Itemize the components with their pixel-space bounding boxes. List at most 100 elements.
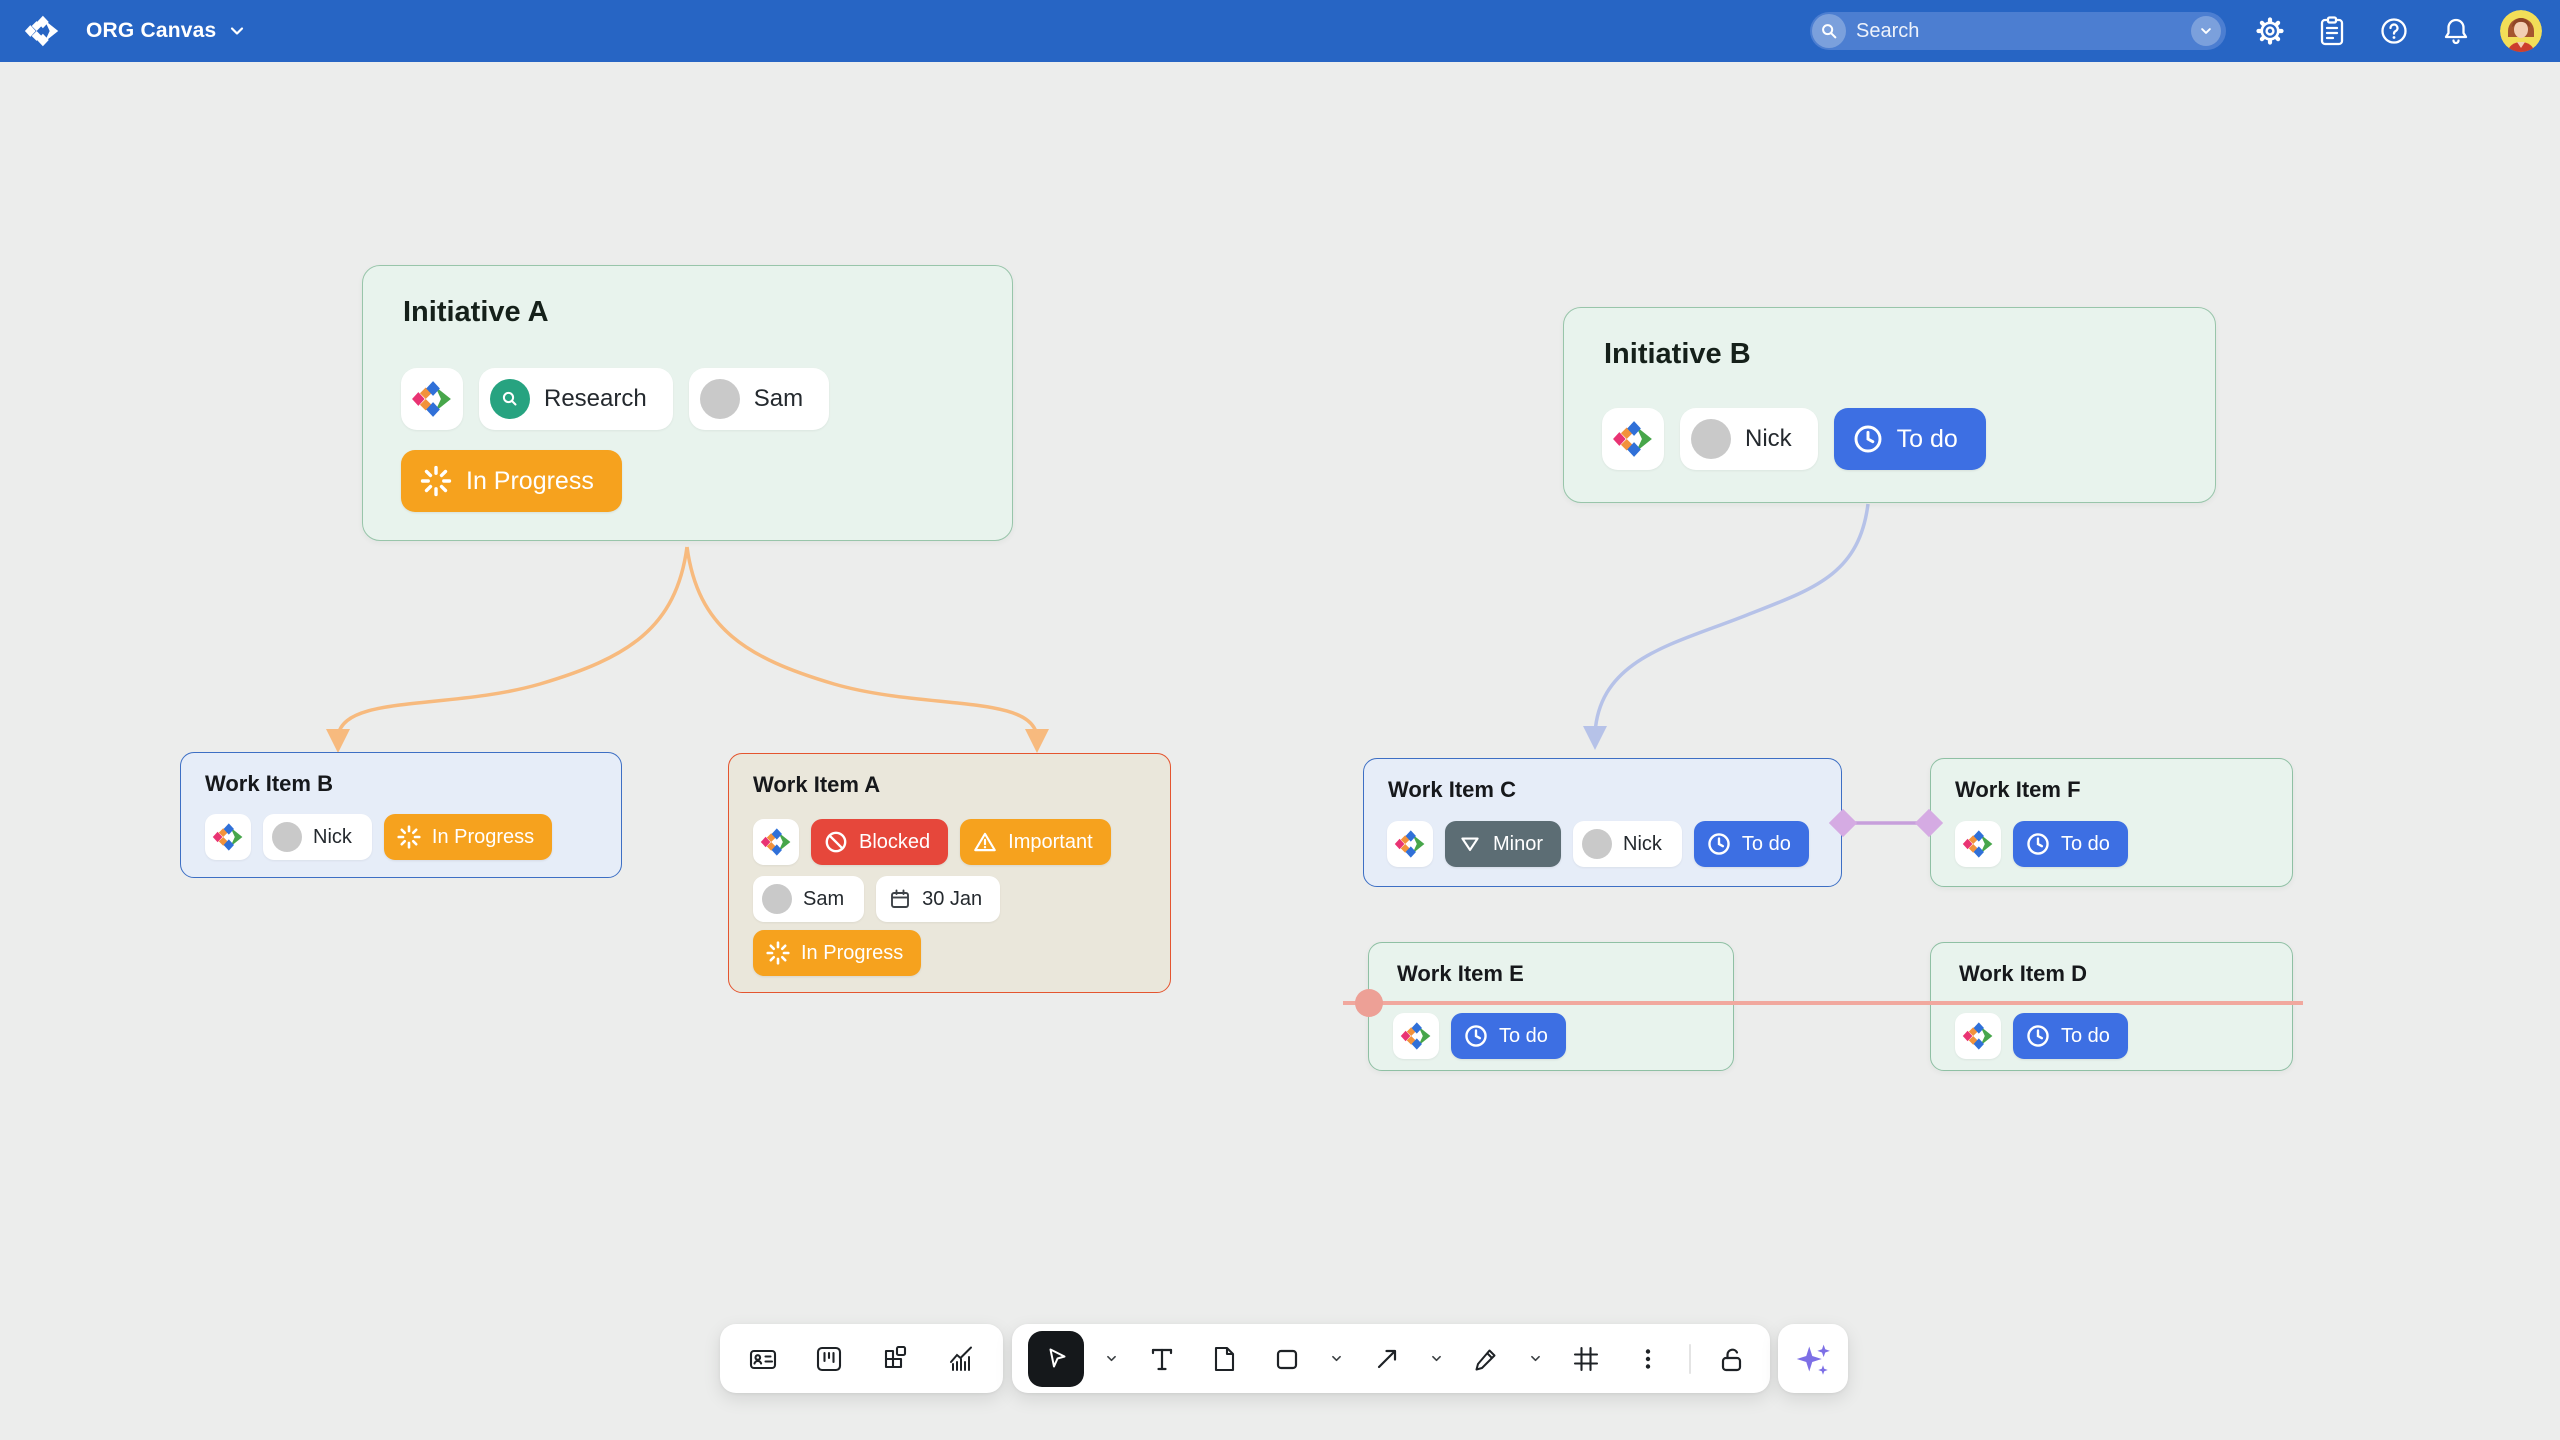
card-work-item-c[interactable]: Work Item C Minor Nick To do	[1363, 758, 1842, 887]
chevron-down-icon	[228, 22, 246, 40]
app-logo-chip[interactable]	[205, 814, 251, 860]
spinner-icon	[397, 825, 421, 849]
app-logo-chip[interactable]	[1393, 1013, 1439, 1059]
search-input[interactable]	[1856, 19, 2181, 43]
status-label: In Progress	[466, 466, 594, 495]
status-badge-in-progress[interactable]: In Progress	[753, 930, 922, 976]
clock-icon	[1708, 833, 1730, 855]
assignee-name: Nick	[313, 825, 352, 848]
app-logo-chip[interactable]	[1955, 821, 2001, 867]
assignee-name: Nick	[1745, 425, 1792, 452]
status-badge-to-do[interactable]: To do	[2013, 1013, 2128, 1059]
assignee-name: Sam	[753, 385, 804, 412]
due-date-chip[interactable]: 30 Jan	[876, 876, 1001, 922]
select-tool[interactable]	[1028, 1330, 1084, 1387]
frame-tool[interactable]	[1564, 1337, 1608, 1381]
connector-initiativeA-to-workItemB[interactable]	[326, 546, 689, 753]
spinner-icon	[420, 465, 452, 497]
pencil-tool[interactable]	[1464, 1337, 1508, 1381]
status-label: To do	[1741, 832, 1791, 855]
assignee-avatar	[1691, 419, 1731, 459]
card-work-item-e[interactable]: Work Item E To do	[1368, 942, 1734, 1071]
document-tool[interactable]	[1202, 1337, 1246, 1381]
more-tool-kebab[interactable]	[1626, 1337, 1670, 1381]
card-work-item-f[interactable]: Work Item F To do	[1930, 758, 2293, 887]
search-scope-chevron[interactable]	[2191, 16, 2221, 46]
app-logo-icon	[1613, 421, 1652, 457]
clipboard-icon[interactable]	[2314, 13, 2350, 49]
kanban-board-tool[interactable]	[807, 1337, 851, 1381]
spinner-icon	[766, 941, 790, 965]
assignee-avatar	[699, 379, 740, 419]
assignee-name: Sam	[803, 887, 845, 910]
tag-label: Important	[1008, 830, 1093, 853]
status-badge-to-do[interactable]: To do	[2013, 821, 2128, 867]
clock-icon	[2027, 1025, 2049, 1047]
card-work-item-d[interactable]: Work Item D To do	[1930, 942, 2293, 1071]
app-logo-icon	[1400, 1022, 1431, 1050]
toolbar-ai-button[interactable]	[1778, 1324, 1848, 1393]
card-title: Work Item C	[1388, 777, 1516, 802]
app-logo-icon[interactable]	[24, 13, 60, 49]
assignee-chip-sam[interactable]: Sam	[753, 876, 865, 922]
tag-badge-blocked[interactable]: Blocked	[811, 819, 949, 865]
id-card-tool[interactable]	[741, 1337, 785, 1381]
shape-tool[interactable]	[1265, 1337, 1309, 1381]
tag-label: Blocked	[859, 830, 931, 853]
app-logo-chip[interactable]	[1602, 408, 1664, 470]
tag-badge-important[interactable]: Important	[960, 819, 1111, 865]
connector-tool[interactable]	[1365, 1337, 1409, 1381]
app-logo-chip[interactable]	[401, 368, 463, 430]
status-badge-in-progress[interactable]: In Progress	[401, 450, 622, 512]
search-bar[interactable]	[1810, 12, 2226, 50]
connector-initiativeB-to-workItemC[interactable]	[1583, 503, 1870, 750]
settings-gear-icon[interactable]	[2252, 13, 2288, 49]
status-label: To do	[2061, 832, 2110, 855]
app-logo-icon	[212, 823, 243, 851]
assignee-chip-nick[interactable]: Nick	[1680, 408, 1818, 470]
app-logo-icon	[1962, 1022, 1993, 1050]
text-tool[interactable]	[1140, 1337, 1184, 1381]
assignee-chip-nick[interactable]: Nick	[263, 814, 372, 860]
connector-workItemC-to-workItemF[interactable]	[1828, 808, 1944, 838]
severity-label: Minor	[1493, 832, 1544, 855]
pencil-tool-chevron[interactable]	[1527, 1344, 1545, 1374]
status-badge-to-do[interactable]: To do	[1833, 408, 1986, 470]
card-work-item-a[interactable]: Work Item A Blocked Important	[728, 753, 1171, 993]
card-title: Work Item F	[1955, 777, 2081, 802]
card-work-item-b[interactable]: Work Item B Nick In Progress	[180, 752, 622, 878]
assignee-avatar	[762, 884, 792, 914]
user-avatar[interactable]	[2500, 10, 2542, 52]
connector-initiativeA-to-workItemA[interactable]	[685, 546, 1049, 753]
status-badge-to-do[interactable]: To do	[1693, 821, 1809, 867]
layout-blocks-tool[interactable]	[872, 1337, 916, 1381]
assignee-avatar	[1582, 829, 1613, 859]
status-badge-to-do[interactable]: To do	[1451, 1013, 1566, 1059]
shape-tool-chevron[interactable]	[1328, 1344, 1346, 1374]
search-icon[interactable]	[1812, 14, 1846, 48]
chart-tool[interactable]	[938, 1337, 982, 1381]
app-logo-chip[interactable]	[1955, 1013, 2001, 1059]
help-icon[interactable]	[2376, 13, 2412, 49]
select-tool-chevron[interactable]	[1103, 1344, 1121, 1374]
label-chip-research[interactable]: Research	[479, 368, 673, 430]
canvas-title-dropdown[interactable]: ORG Canvas	[86, 19, 246, 43]
severity-badge-minor[interactable]: Minor	[1445, 821, 1562, 867]
app-logo-chip[interactable]	[1387, 821, 1433, 867]
toolbar-divider	[1689, 1343, 1692, 1374]
connector-tool-chevron[interactable]	[1427, 1344, 1445, 1374]
status-badge-in-progress[interactable]: In Progress	[383, 814, 553, 860]
card-title: Initiative A	[403, 296, 549, 328]
lock-tool[interactable]	[1710, 1337, 1754, 1381]
card-initiative-a[interactable]: Initiative A Research Sam	[362, 265, 1013, 541]
assignee-chip-nick[interactable]: Nick	[1573, 821, 1682, 867]
card-initiative-b[interactable]: Initiative B Nick To do	[1563, 307, 2216, 503]
app-logo-chip[interactable]	[753, 819, 799, 865]
bell-icon[interactable]	[2438, 13, 2474, 49]
assignee-name: Nick	[1623, 832, 1662, 855]
card-title: Work Item D	[1959, 961, 2087, 986]
assignee-chip-sam[interactable]: Sam	[688, 368, 830, 430]
card-title: Work Item B	[205, 771, 333, 796]
